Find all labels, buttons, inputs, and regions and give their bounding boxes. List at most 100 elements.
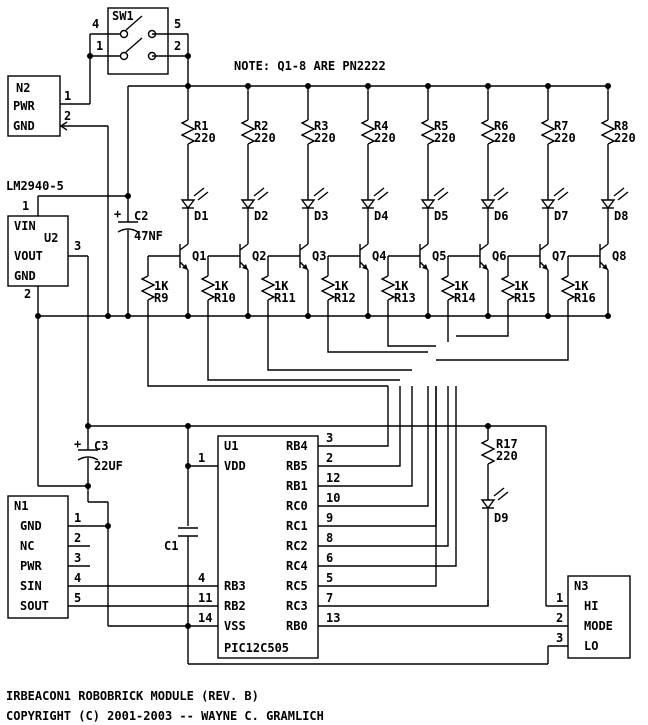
led-D8 (600, 199, 616, 210)
resistor-value: 1K (154, 279, 169, 293)
pin-number: 4 (198, 571, 205, 585)
resistor-value: 1K (454, 279, 469, 293)
pin-label: RC4 (286, 559, 308, 573)
led-driver-columns: R1220D1Q11KR9R2220D2Q21KR10R3220D3Q31KR1… (140, 83, 636, 387)
resistor-value: 220 (494, 131, 516, 145)
resistor-value: 1K (334, 279, 349, 293)
capacitor-c2: + C2 47NF (114, 196, 163, 316)
u2-vin: VIN (14, 219, 36, 233)
resistor-R16 (560, 275, 576, 301)
resistor-value: 220 (614, 131, 636, 145)
resistor-R2 (240, 119, 256, 145)
resistor-name: R8 (614, 119, 628, 133)
led-name: D5 (434, 209, 448, 223)
led-D2 (240, 199, 256, 210)
capacitor-c3: + C3 22UF (74, 423, 546, 486)
transistor-name: Q5 (432, 249, 446, 263)
sw1-pin5: 5 (174, 17, 181, 31)
n2-pin2: 2 (64, 109, 71, 123)
resistor-value: 1K (574, 279, 589, 293)
c1-name: C1 (164, 539, 178, 553)
pin-label: MODE (584, 619, 613, 633)
resistor-name: R10 (214, 291, 236, 305)
connector-n2: N2 PWR GND 1 2 (7, 75, 108, 137)
resistor-value: 220 (374, 131, 396, 145)
pin-label: RB1 (286, 479, 308, 493)
resistor-value: 220 (434, 131, 456, 145)
resistor-name: R4 (374, 119, 388, 133)
pin-number: 3 (326, 431, 333, 445)
resistor-name: R1 (194, 119, 208, 133)
pin-label: VDD (224, 459, 246, 473)
resistor-R10 (200, 275, 216, 301)
c3-value: 22UF (94, 459, 123, 473)
note-text: NOTE: Q1-8 ARE PN2222 (234, 59, 386, 73)
led-D4 (360, 199, 376, 210)
resistor-value: 220 (554, 131, 576, 145)
resistor-R7 (540, 119, 556, 145)
n1-name: N1 (14, 499, 28, 513)
pin-label: NC (20, 539, 34, 553)
pin-number: 4 (74, 571, 81, 585)
transistor-name: Q8 (612, 249, 626, 263)
pin-number: 6 (326, 551, 333, 565)
switch-sw1: SW1 4 5 1 2 (87, 7, 191, 75)
r17-name: R17 (496, 437, 518, 451)
n1-pin: NC2 (20, 531, 90, 553)
resistor-R9 (140, 275, 156, 301)
u1-right-pin: RC2 8 (286, 531, 346, 553)
pin-number: 5 (74, 591, 81, 605)
resistor-R8 (600, 119, 616, 145)
resistor-r17: R17 220 (480, 426, 518, 500)
u2-name: U2 (44, 231, 58, 245)
u1-part: PIC12C505 (224, 641, 289, 655)
d9-name: D9 (494, 511, 508, 525)
u1-right-pin: RC4 6 (286, 551, 346, 573)
led-name: D1 (194, 209, 208, 223)
n2-name: N2 (16, 81, 30, 95)
transistor-name: Q3 (312, 249, 326, 263)
u1-right-pin: RB1 12 (286, 471, 346, 493)
led-name: D2 (254, 209, 268, 223)
pin-number: 3 (556, 631, 563, 645)
pin-label: RC0 (286, 499, 308, 513)
pin-label: RC5 (286, 579, 308, 593)
resistor-value: 220 (254, 131, 276, 145)
led-name: D4 (374, 209, 388, 223)
resistor-name: R6 (494, 119, 508, 133)
led-D7 (540, 199, 556, 210)
pin-label: LO (584, 639, 598, 653)
copyright-line: COPYRIGHT (C) 2001-2003 -- WAYNE C. GRAM… (6, 709, 324, 723)
transistor-name: Q6 (492, 249, 506, 263)
led-name: D6 (494, 209, 508, 223)
transistor-name: Q1 (192, 249, 206, 263)
c2-value: 47NF (134, 229, 163, 243)
led-D5 (420, 199, 436, 210)
u2-pin1: 1 (22, 199, 29, 213)
resistor-R3 (300, 119, 316, 145)
resistor-R13 (380, 275, 396, 301)
pin-label: PWR (20, 559, 42, 573)
resistor-R4 (360, 119, 376, 145)
pin-number: 7 (326, 591, 333, 605)
resistor-R15 (500, 275, 516, 301)
pin-number: 12 (326, 471, 340, 485)
pin-label: RC2 (286, 539, 308, 553)
pin-number: 8 (326, 531, 333, 545)
resistor-name: R12 (334, 291, 356, 305)
